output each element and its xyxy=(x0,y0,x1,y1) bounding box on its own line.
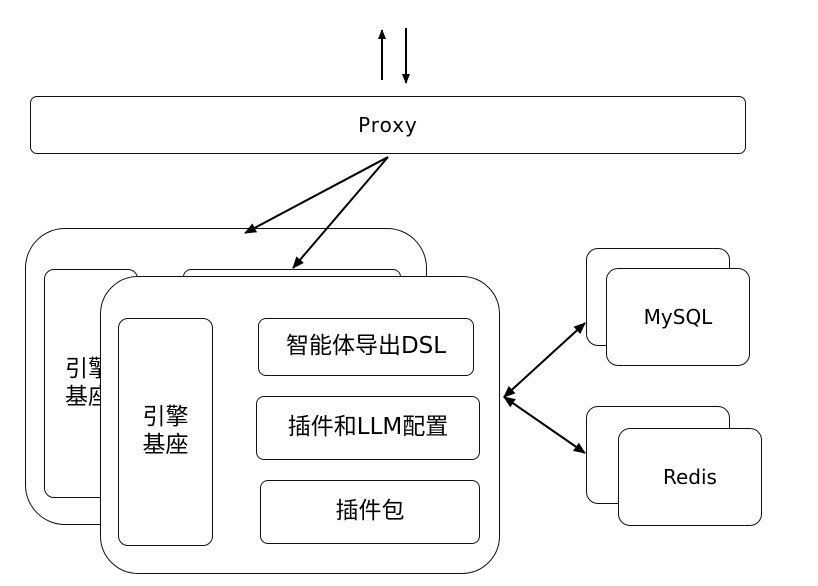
redis-box: Redis xyxy=(618,428,762,526)
module-agent-export-dsl: 智能体导出DSL xyxy=(258,318,474,376)
module-label: 插件和LLM配置 xyxy=(287,414,449,441)
cluster-mysql-arrow xyxy=(503,322,586,398)
module-label: 智能体导出DSL xyxy=(285,333,447,360)
cluster-redis-arrow xyxy=(503,396,586,454)
proxy-label: Proxy xyxy=(358,113,418,137)
module-plugin-llm-config: 插件和LLM配置 xyxy=(256,396,480,460)
redis-label: Redis xyxy=(663,465,717,489)
module-label: 插件包 xyxy=(335,498,405,525)
mysql-label: MySQL xyxy=(643,305,713,329)
proxy-box: Proxy xyxy=(30,96,746,154)
module-plugin-package: 插件包 xyxy=(260,480,480,544)
front-engine-label: 引擎 基座 xyxy=(142,404,189,458)
proxy-to-back-cluster-arrow xyxy=(244,156,389,234)
mysql-box: MySQL xyxy=(606,268,750,366)
front-engine-base: 引擎 基座 xyxy=(118,318,213,546)
